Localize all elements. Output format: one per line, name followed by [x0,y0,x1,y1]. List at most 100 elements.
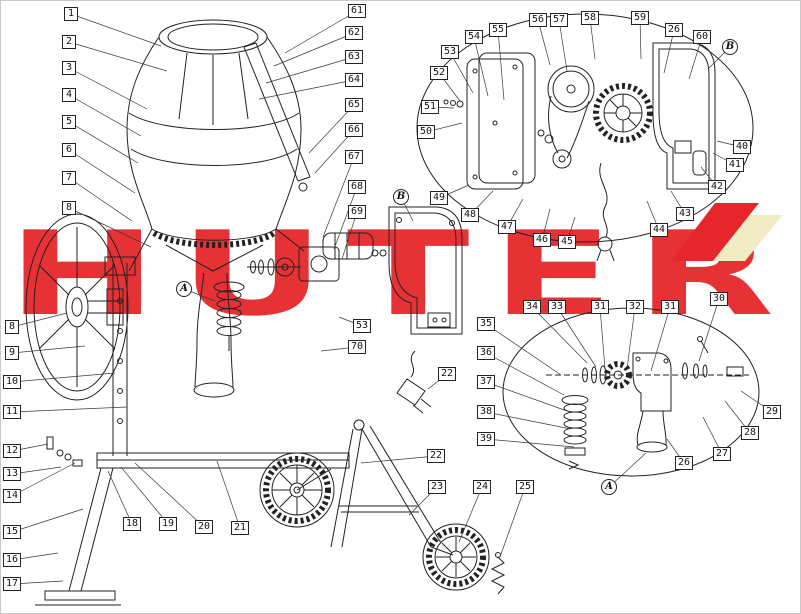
mixer-main-view [25,19,506,606]
part-label-61: 61 [347,4,367,18]
part-label-51: 51 [420,100,440,114]
base-beam [96,452,350,469]
part-label-29: 29 [762,405,782,419]
part-label-22: 22 [426,449,446,463]
part-label-33: 33 [547,300,567,314]
part-label-10: 10 [2,375,22,389]
part-label-53: 53 [440,45,460,59]
detail-ref-b: B [393,189,409,205]
part-label-9: 9 [5,346,19,360]
leader-lines [11,10,773,585]
part-label-34: 34 [522,300,542,314]
drive-assembly [247,232,387,282]
detail-ref-a: A [176,281,192,297]
part-label-57: 57 [549,13,569,27]
part-label-47: 47 [497,220,517,234]
part-label-31: 31 [590,300,610,314]
part-label-38: 38 [476,405,496,419]
part-label-64: 64 [344,73,364,87]
part-label-26: 26 [664,23,684,37]
part-label-45: 45 [557,235,577,249]
detail-ref-b: B [722,39,738,55]
part-label-40: 40 [732,140,752,154]
part-label-30: 30 [709,292,729,306]
part-label-15: 15 [2,525,22,539]
part-label-5: 5 [62,115,76,129]
part-label-43: 43 [675,207,695,221]
part-label-41: 41 [725,158,745,172]
part-label-22: 22 [437,367,457,381]
part-label-55: 55 [488,23,508,37]
part-label-67: 67 [344,150,364,164]
part-label-19: 19 [158,517,178,531]
part-label-11: 11 [2,405,22,419]
part-label-59: 59 [630,11,650,25]
part-label-20: 20 [194,520,214,534]
logo-red-stripe [671,203,759,261]
part-label-63: 63 [344,50,364,64]
part-label-27: 27 [712,447,732,461]
part-label-1: 1 [64,7,78,21]
part-label-7: 7 [62,171,76,185]
part-label-31: 31 [660,300,680,314]
part-label-26: 26 [674,456,694,470]
coil-spring [213,281,245,351]
part-label-68: 68 [347,180,367,194]
mixing-drum [126,19,302,272]
fastener-set [46,436,83,467]
part-label-54: 54 [464,30,484,44]
part-label-8: 8 [5,320,19,334]
logo-yellow-stripe [709,215,783,261]
part-label-39: 39 [476,432,496,446]
support-leg [35,467,121,606]
part-label-12: 12 [2,444,22,458]
part-label-52: 52 [429,66,449,80]
part-label-37: 37 [476,375,496,389]
part-label-50: 50 [416,125,436,139]
part-label-35: 35 [476,317,496,331]
detail-view-a [502,307,760,477]
part-label-44: 44 [649,223,669,237]
drum-lever [243,42,311,192]
part-label-53: 53 [352,319,372,333]
transport-wheel-right [422,523,490,591]
part-label-42: 42 [707,180,727,194]
part-label-3: 3 [62,61,76,75]
part-label-70: 70 [347,340,367,354]
part-label-13: 13 [2,467,22,481]
part-label-25: 25 [515,480,535,494]
frame-column [104,256,136,456]
part-label-6: 6 [62,143,76,157]
part-label-65: 65 [344,98,364,112]
part-label-69: 69 [347,205,367,219]
part-label-2: 2 [62,35,76,49]
part-label-23: 23 [427,480,447,494]
detail-ref-a: A [601,479,617,495]
part-label-36: 36 [476,346,496,360]
part-label-8: 8 [62,201,76,215]
part-label-58: 58 [580,11,600,25]
part-label-56: 56 [528,13,548,27]
part-label-17: 17 [2,577,22,591]
part-label-49: 49 [429,191,449,205]
part-label-32: 32 [625,300,645,314]
brand-logo-icon [671,203,783,261]
part-label-18: 18 [122,517,142,531]
hand-wheel [25,213,129,401]
part-label-46: 46 [532,233,552,247]
part-label-14: 14 [2,489,22,503]
part-label-48: 48 [460,208,480,222]
part-label-62: 62 [344,26,364,40]
a-frame-stand [330,419,454,556]
part-label-24: 24 [472,480,492,494]
part-label-28: 28 [740,426,760,440]
power-plug [396,350,432,414]
part-label-16: 16 [2,553,22,567]
part-label-60: 60 [692,30,712,44]
transport-wheel-left [259,452,335,528]
mount-bracket [388,206,463,335]
part-label-21: 21 [230,521,250,535]
